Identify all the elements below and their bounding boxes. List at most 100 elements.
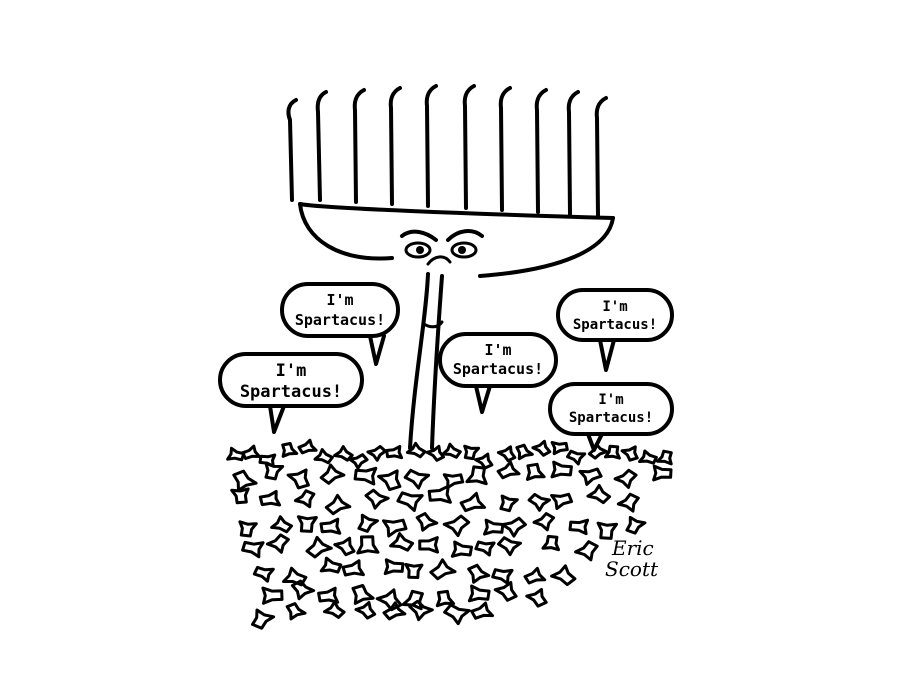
- leaf: [286, 468, 310, 490]
- bubble-line2: Spartacus!: [573, 317, 657, 333]
- leaf: [491, 568, 514, 585]
- leaf: [226, 446, 246, 462]
- leaf: [474, 540, 496, 557]
- leaf: [656, 449, 673, 466]
- bubble-line1: I'm: [276, 361, 307, 381]
- leaf: [319, 463, 346, 485]
- leaf: [258, 453, 277, 468]
- leaf: [232, 469, 258, 492]
- leaf: [500, 516, 527, 538]
- leaf: [396, 491, 424, 512]
- leaf: [497, 536, 522, 557]
- leaf: [465, 465, 488, 486]
- leaf: [389, 532, 415, 552]
- leaf: [404, 563, 424, 579]
- bubble-line1: I'm: [484, 341, 511, 359]
- leaf: [351, 584, 375, 605]
- leaf: [467, 584, 491, 603]
- signature-line1: Eric: [611, 536, 654, 560]
- leaf: [474, 452, 494, 470]
- speech-bubble: I'm Spartacus!: [280, 282, 400, 366]
- leaf: [415, 512, 439, 532]
- speech-bubble: I'm Spartacus!: [218, 352, 364, 434]
- leaf: [427, 484, 452, 504]
- leaf: [354, 601, 377, 620]
- leaf: [616, 492, 640, 513]
- leaf: [541, 534, 560, 552]
- leaf: [382, 601, 407, 621]
- leaf: [586, 484, 612, 505]
- leaf: [574, 540, 599, 562]
- leaf: [290, 579, 316, 601]
- leaf: [467, 563, 491, 584]
- leaf: [499, 494, 519, 513]
- rake-handle: [408, 272, 444, 450]
- leaf: [496, 445, 517, 463]
- leaf: [297, 438, 318, 455]
- leaf: [357, 513, 379, 533]
- leaf: [515, 443, 534, 461]
- leaf: [532, 512, 556, 532]
- leaf: [270, 515, 293, 534]
- leaf: [285, 602, 307, 621]
- leaf: [550, 460, 573, 479]
- leaf: [550, 492, 574, 510]
- rake-head: [286, 84, 615, 278]
- leaf: [241, 540, 265, 559]
- leaf: [405, 441, 427, 459]
- bubble-line1: I'm: [602, 299, 627, 315]
- leaf: [282, 566, 308, 587]
- leaf: [596, 521, 619, 540]
- leaf: [356, 535, 380, 555]
- leaf: [281, 442, 299, 458]
- leaf: [525, 462, 546, 481]
- leaf: [261, 586, 284, 605]
- leaf: [333, 445, 354, 462]
- leaf: [443, 603, 471, 626]
- leaf: [527, 492, 551, 512]
- leaf: [418, 536, 439, 554]
- leaf: [578, 467, 603, 486]
- leaf: [613, 468, 638, 489]
- leaf: [435, 589, 456, 608]
- leaf-pile: [226, 438, 673, 630]
- leaf: [319, 517, 342, 535]
- leaf: [252, 565, 275, 583]
- leaf: [459, 491, 486, 513]
- leaf: [442, 473, 465, 489]
- speech-bubble: I'm Spartacus!: [438, 332, 558, 414]
- leaf: [429, 558, 457, 581]
- speech-bubble: I'm Spartacus!: [556, 288, 674, 372]
- leaf: [265, 533, 290, 554]
- leaf: [638, 449, 658, 465]
- leaf: [441, 442, 462, 459]
- leaf: [652, 464, 673, 482]
- leaf: [317, 586, 340, 604]
- leaf: [550, 441, 569, 456]
- leaf: [483, 518, 505, 536]
- leaf: [293, 489, 316, 509]
- bubble-line2: Spartacus!: [569, 410, 653, 426]
- leaf: [366, 445, 387, 462]
- leaf: [568, 518, 590, 536]
- leaf: [442, 514, 471, 538]
- leaf: [319, 556, 343, 574]
- leaf: [348, 453, 369, 470]
- leaf: [531, 439, 552, 457]
- leaf: [333, 536, 356, 557]
- leaf: [375, 588, 403, 612]
- leaf: [620, 445, 639, 462]
- leaf: [463, 444, 481, 461]
- signature-line2: Scott: [605, 557, 659, 581]
- leaf: [493, 581, 518, 602]
- leaf: [382, 518, 408, 538]
- leaf: [625, 515, 647, 535]
- bubble-line2: Spartacus!: [453, 360, 543, 378]
- bubble-line1: I'm: [598, 392, 623, 408]
- leaf: [566, 449, 587, 466]
- bubble-line2: Spartacus!: [240, 382, 342, 402]
- leaf: [305, 535, 333, 559]
- rake-face: [400, 229, 484, 266]
- leaf: [258, 489, 282, 507]
